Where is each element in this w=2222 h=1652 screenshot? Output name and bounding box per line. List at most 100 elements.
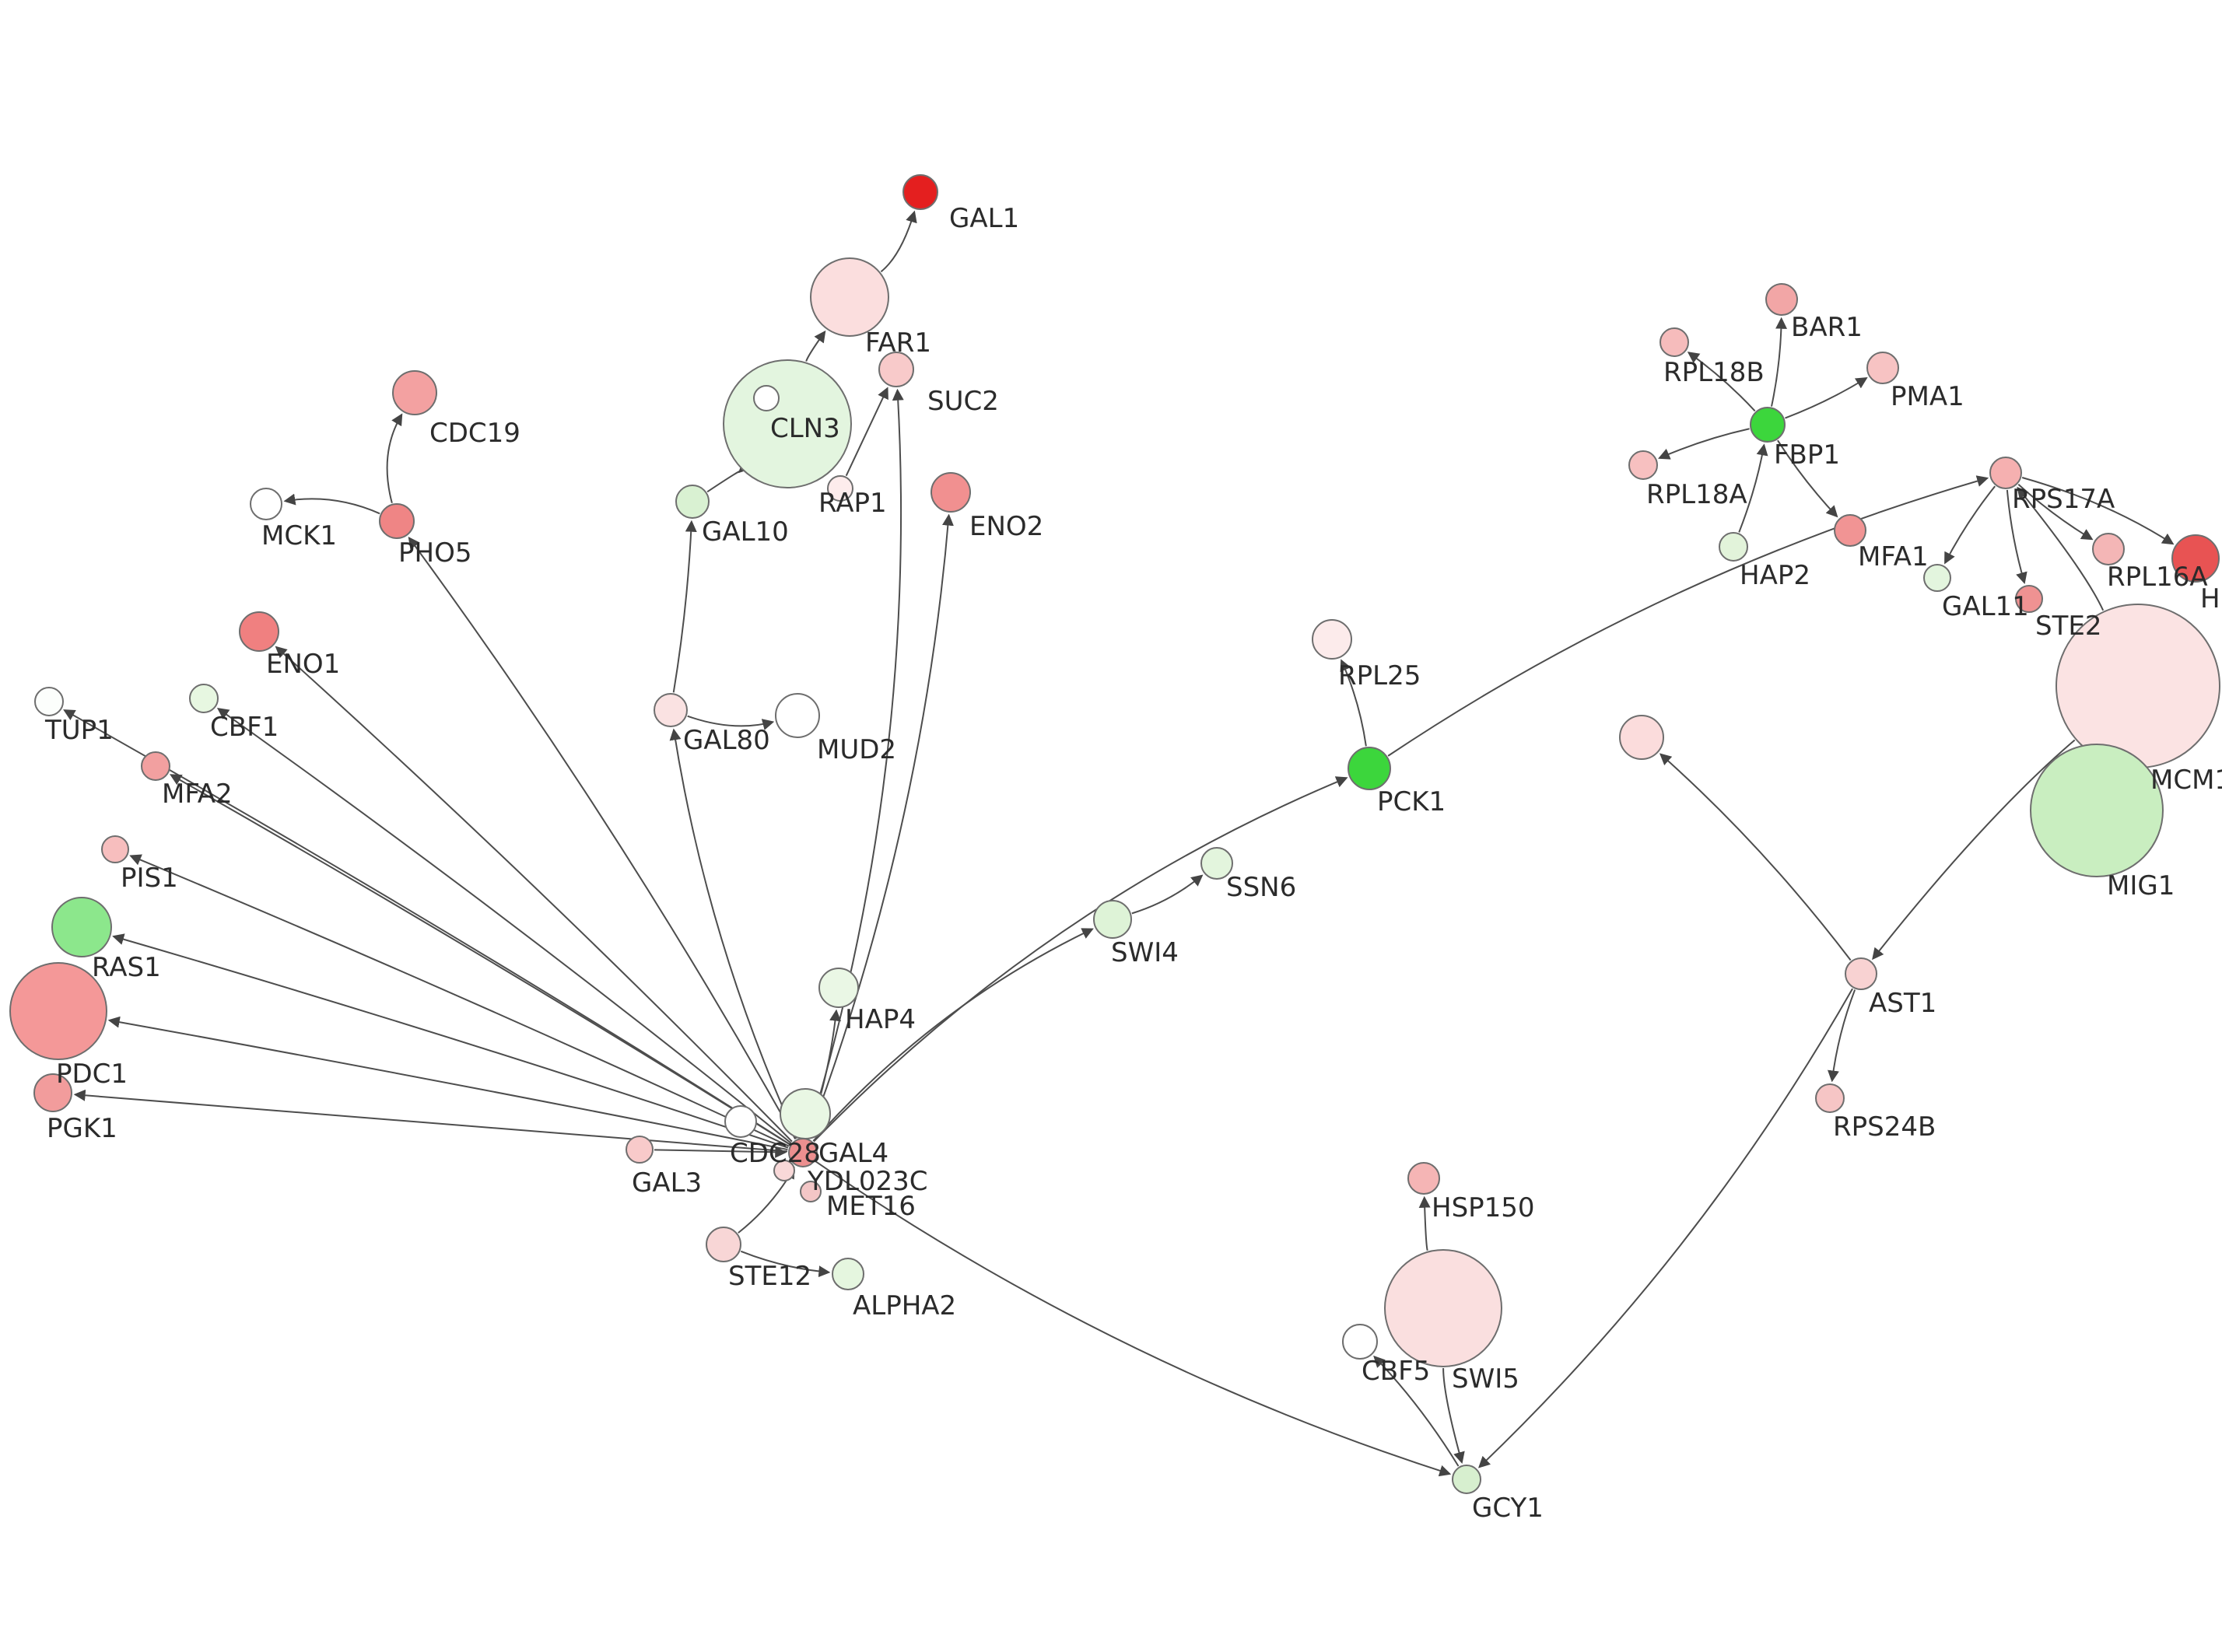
edge-RPS17A-STE2[interactable] xyxy=(2006,489,2027,585)
node-YDL023C[interactable] xyxy=(773,1160,795,1181)
node-RPL16A[interactable] xyxy=(2092,533,2125,565)
edge-STE12-ALPHA2[interactable] xyxy=(740,1250,831,1278)
edge-GAL4-MFA2[interactable] xyxy=(170,774,790,1146)
node-SUC2[interactable] xyxy=(878,352,914,387)
node-RPS17A[interactable] xyxy=(1989,457,2022,489)
node-node-a[interactable] xyxy=(753,385,780,411)
edge-GAL4-PHO5[interactable] xyxy=(408,536,797,1140)
node-MFA1[interactable] xyxy=(1834,514,1866,547)
edge-PHO5-CDC19[interactable] xyxy=(386,413,403,504)
edge-FBP1-RPL18A[interactable] xyxy=(1658,428,1750,460)
edge-GAL4-PDC1[interactable] xyxy=(107,1016,788,1151)
edge-RAP1-SUC2[interactable] xyxy=(845,387,888,477)
node-HAP4[interactable] xyxy=(818,968,859,1008)
node-PDC1[interactable] xyxy=(9,962,107,1060)
node-CDC19[interactable] xyxy=(392,370,437,415)
node-CBF5[interactable] xyxy=(1342,1324,1378,1360)
node-HIS4[interactable] xyxy=(2171,534,2220,583)
edge-RPS17A-GAL11[interactable] xyxy=(1944,485,1996,565)
node-RAP1[interactable] xyxy=(827,475,853,502)
node-RPL18A[interactable] xyxy=(1628,450,1658,480)
edge-PHO5-MCK1[interactable] xyxy=(283,493,380,515)
node-PIS1[interactable] xyxy=(101,835,129,863)
edge-GAL3-GAL4[interactable] xyxy=(654,1146,787,1158)
edge-GAL4-SUC2[interactable] xyxy=(806,388,904,1139)
node-GAL4[interactable] xyxy=(788,1138,818,1167)
node-SSN6[interactable] xyxy=(1200,847,1233,880)
node-CDC28[interactable] xyxy=(724,1105,757,1138)
node-GCY1[interactable] xyxy=(1452,1465,1481,1494)
edge-MCM1-AST1[interactable] xyxy=(1872,739,2076,961)
edge-AST1-RPS24B[interactable] xyxy=(1827,989,1856,1083)
edge-AST1-node-c[interactable] xyxy=(1659,753,1852,961)
node-PMA1[interactable] xyxy=(1866,352,1899,384)
node-AST1[interactable] xyxy=(1845,957,1877,990)
node-RPS24B[interactable] xyxy=(1815,1083,1845,1113)
edge-FBP1-PMA1[interactable] xyxy=(1785,376,1868,419)
edge-GAL80-GAL10[interactable] xyxy=(672,520,697,693)
node-FAR1[interactable] xyxy=(810,257,889,337)
edge-GAL4-CBF1[interactable] xyxy=(216,708,792,1144)
node-ALPHA2[interactable] xyxy=(832,1258,864,1290)
node-MUD2[interactable] xyxy=(775,693,820,738)
edge-GAL4-RAS1[interactable] xyxy=(112,933,789,1149)
edge-GAL4-SWI4[interactable] xyxy=(812,928,1094,1142)
edge-GAL4-ENO1[interactable] xyxy=(275,646,793,1143)
node-RPL18B[interactable] xyxy=(1659,327,1689,357)
node-RAS1[interactable] xyxy=(51,897,112,957)
edge-RPS17A-HIS4[interactable] xyxy=(2021,477,2175,545)
node-RPL25[interactable] xyxy=(1312,619,1352,660)
edge-GCY1-CBF5[interactable] xyxy=(1373,1355,1460,1467)
node-STE2[interactable] xyxy=(2015,585,2043,613)
edge-GAL4-PCK1[interactable] xyxy=(813,776,1348,1143)
node-SWI5[interactable] xyxy=(1384,1249,1502,1367)
node-ENO2[interactable] xyxy=(931,472,971,513)
edge-FBP1-RPL18B[interactable] xyxy=(1687,352,1756,412)
node-TUP1[interactable] xyxy=(34,687,64,716)
node-PGK1[interactable] xyxy=(33,1073,72,1112)
edge-GAL4-GCY1[interactable] xyxy=(815,1160,1452,1477)
edge-GAL4-PIS1[interactable] xyxy=(129,854,790,1147)
node-FBP1[interactable] xyxy=(1750,407,1786,443)
node-GAL3[interactable] xyxy=(626,1136,654,1164)
node-GAL10[interactable] xyxy=(675,485,710,519)
edge-FAR1-GAL1[interactable] xyxy=(880,210,917,273)
edge-GAL80-MUD2[interactable] xyxy=(687,715,775,730)
edge-GAL4-TUP1[interactable] xyxy=(63,709,790,1146)
node-SWI4[interactable] xyxy=(1093,900,1132,939)
node-HAP2[interactable] xyxy=(1719,532,1748,562)
edge-GAL4-ENO2[interactable] xyxy=(808,513,954,1139)
node-BAR1[interactable] xyxy=(1765,283,1798,316)
node-GAL11[interactable] xyxy=(1923,564,1951,592)
node-ENO1[interactable] xyxy=(239,611,279,652)
edge-GAL4-PGK1[interactable] xyxy=(73,1089,788,1153)
edge-SWI5-GCY1[interactable] xyxy=(1442,1367,1465,1464)
node-GAL80[interactable] xyxy=(654,693,688,727)
edge-FBP1-BAR1[interactable] xyxy=(1771,317,1788,407)
edge-SWI5-HSP150[interactable] xyxy=(1418,1195,1431,1251)
edge-SWI4-SSN6[interactable] xyxy=(1131,874,1204,915)
edge-GAL4-GAL80[interactable] xyxy=(669,728,797,1139)
node-MFA2[interactable] xyxy=(141,751,170,781)
edge-CLN3-FAR1[interactable] xyxy=(805,330,826,362)
edge-MCM1-RPS17A[interactable] xyxy=(2017,486,2105,611)
node-PHO5[interactable] xyxy=(379,503,415,539)
node-MCK1[interactable] xyxy=(250,488,282,520)
node-node-c[interactable] xyxy=(1619,715,1664,760)
node-MIG1[interactable] xyxy=(2030,744,2164,877)
node-MET16[interactable] xyxy=(800,1181,822,1202)
edge-HAP2-FBP1[interactable] xyxy=(1738,443,1768,533)
edge-PCK1-RPS17A[interactable] xyxy=(1387,475,1989,757)
node-node-b[interactable] xyxy=(780,1088,831,1139)
edge-AST1-GCY1[interactable] xyxy=(1477,988,1853,1468)
node-HSP150[interactable] xyxy=(1407,1162,1440,1195)
edge-FBP1-MFA1[interactable] xyxy=(1777,439,1838,518)
node-CBF1[interactable] xyxy=(189,684,219,713)
node-PCK1[interactable] xyxy=(1348,747,1391,790)
edge-GAL10-CLN3[interactable] xyxy=(706,460,751,493)
node-STE12[interactable] xyxy=(706,1227,741,1262)
node-GAL1[interactable] xyxy=(902,174,938,210)
edge-PCK1-RPL25[interactable] xyxy=(1340,659,1367,747)
